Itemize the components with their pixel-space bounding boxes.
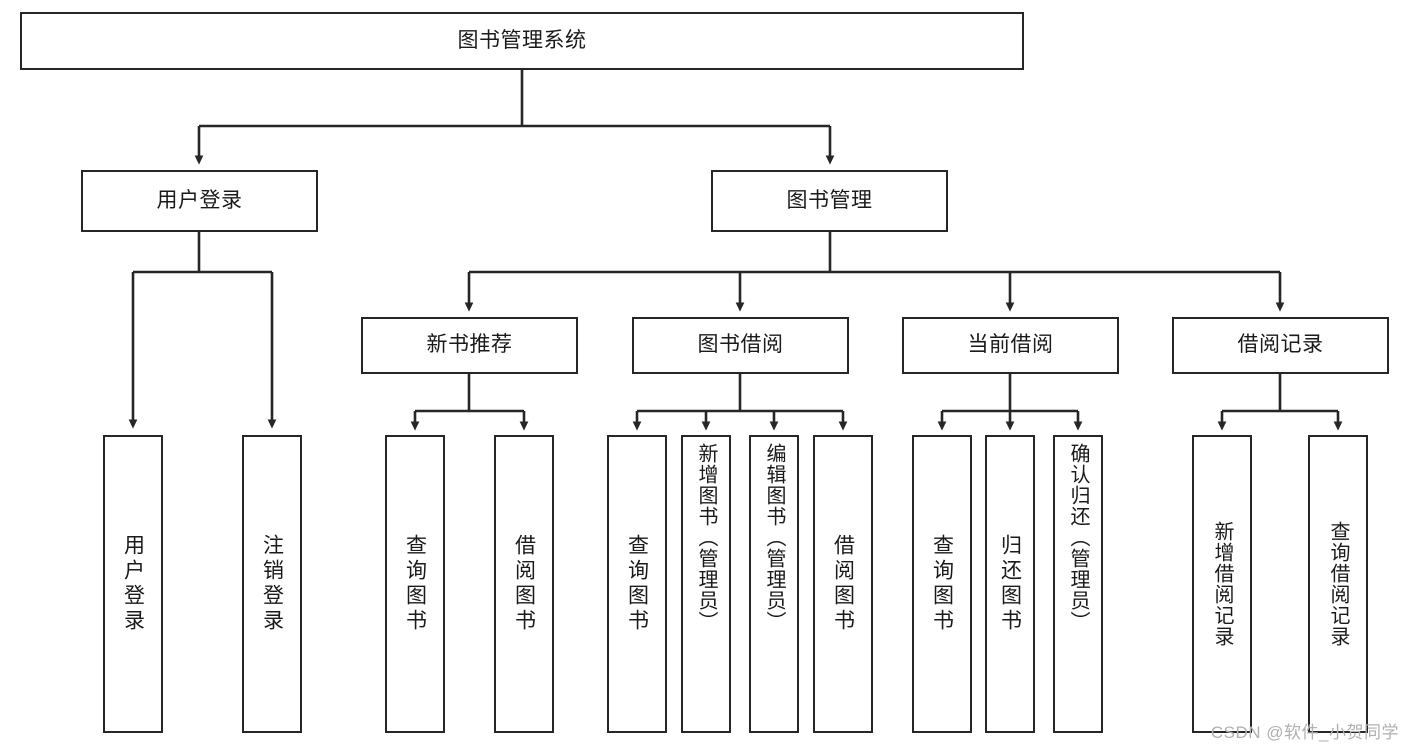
leaf-query-book-2-label: 查询图书 [625,534,649,634]
leaf-borrow-book-2-label: 借阅图书 [831,534,855,634]
leaf-borrow-book-1[interactable]: 借阅图书 [494,435,554,733]
leaf-logout-label: 注销登录 [260,534,284,634]
leaf-query-book-3[interactable]: 查询图书 [912,435,972,733]
node-book-borrow[interactable]: 图书借阅 [632,317,849,374]
leaf-add-record[interactable]: 新增借阅记录 [1192,435,1252,733]
node-root-label: 图书管理系统 [457,28,587,52]
leaf-borrow-book-2[interactable]: 借阅图书 [813,435,873,733]
leaf-add-book[interactable]: 新增图书（管理员） [681,435,731,733]
node-user-login[interactable]: 用户登录 [81,170,318,232]
leaf-edit-book-label: 编辑图书（管理员） [763,443,785,632]
leaf-return-book[interactable]: 归还图书 [985,435,1035,733]
leaf-confirm-return-label: 确认归还（管理员） [1067,443,1089,632]
leaf-query-book-1[interactable]: 查询图书 [385,435,445,733]
node-borrow-record[interactable]: 借阅记录 [1172,317,1389,374]
leaf-query-record-label: 查询借阅记录 [1327,521,1349,647]
csdn-watermark: CSDN @软件_小贺同学 [1210,723,1399,742]
node-user-login-label: 用户登录 [156,188,243,212]
leaf-user-login[interactable]: 用户登录 [103,435,163,733]
leaf-confirm-return[interactable]: 确认归还（管理员） [1053,435,1103,733]
node-root[interactable]: 图书管理系统 [20,12,1024,70]
node-borrow-record-label: 借阅记录 [1237,333,1324,357]
node-current-borrow-label: 当前借阅 [967,333,1054,357]
node-new-book-recommend-label: 新书推荐 [426,333,513,357]
leaf-query-book-1-label: 查询图书 [403,534,427,634]
node-book-management-label: 图书管理 [786,188,873,212]
leaf-return-book-label: 归还图书 [998,534,1022,634]
leaf-query-book-2[interactable]: 查询图书 [607,435,667,733]
leaf-query-book-3-label: 查询图书 [930,534,954,634]
leaf-query-record[interactable]: 查询借阅记录 [1308,435,1368,733]
leaf-logout[interactable]: 注销登录 [242,435,302,733]
leaf-add-record-label: 新增借阅记录 [1211,521,1233,647]
node-current-borrow[interactable]: 当前借阅 [902,317,1119,374]
leaf-user-login-label: 用户登录 [121,534,145,634]
node-new-book-recommend[interactable]: 新书推荐 [361,317,578,374]
leaf-edit-book[interactable]: 编辑图书（管理员） [749,435,799,733]
leaf-borrow-book-1-label: 借阅图书 [512,534,536,634]
node-book-management[interactable]: 图书管理 [711,170,948,232]
node-book-borrow-label: 图书借阅 [697,333,784,357]
leaf-add-book-label: 新增图书（管理员） [695,443,717,632]
